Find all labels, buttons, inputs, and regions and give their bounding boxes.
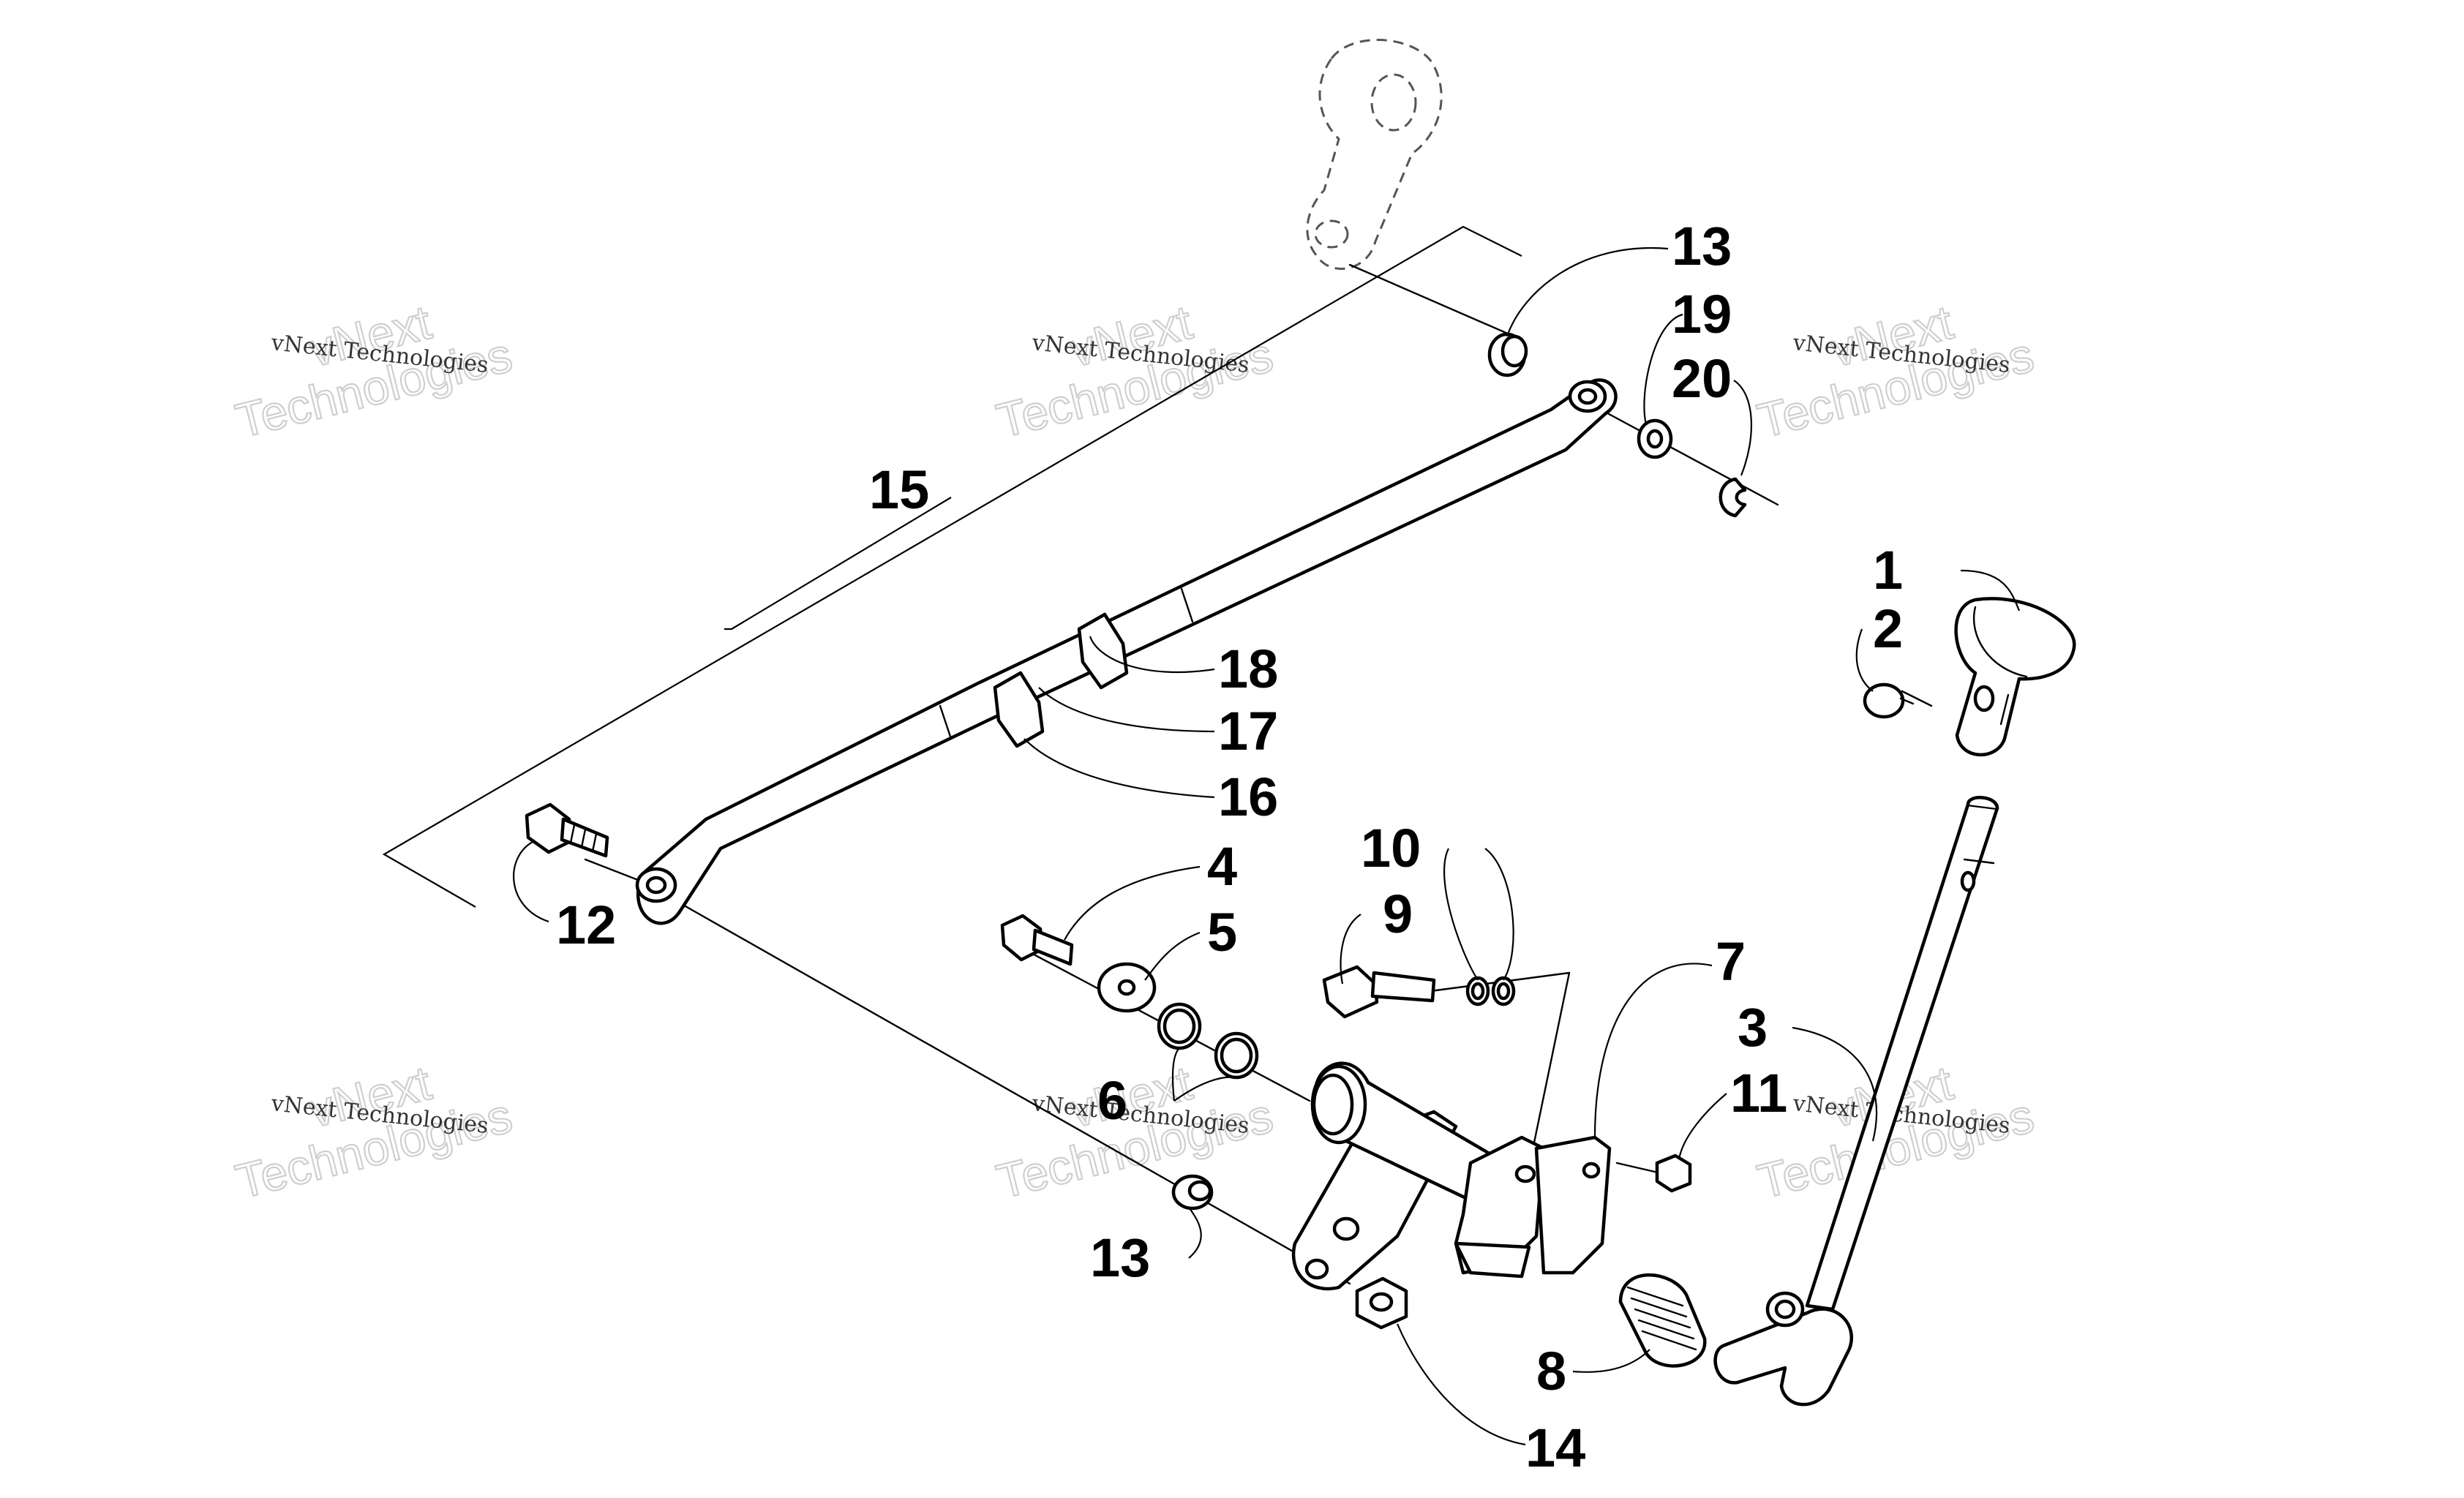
bushing-lower (1171, 1174, 1214, 1211)
callout-19: 19 (1672, 284, 1732, 345)
shift-rod-assembly (635, 378, 1618, 925)
o-rings-10 (1465, 976, 1516, 1006)
callout-3: 3 (1738, 997, 1768, 1058)
pin-9 (1322, 965, 1436, 1019)
callout-13-top: 13 (1672, 216, 1732, 276)
callout-2: 2 (1873, 598, 1903, 659)
nut-11 (1655, 1153, 1692, 1193)
bolt-12 (525, 802, 609, 858)
callout-6: 6 (1097, 1070, 1127, 1131)
callout-11: 11 (1730, 1063, 1787, 1124)
bushing-top (1487, 332, 1528, 377)
callout-9: 9 (1383, 884, 1413, 944)
washer-19 (1637, 418, 1673, 459)
callout-14: 14 (1525, 1418, 1585, 1478)
callout-12: 12 (556, 895, 616, 955)
callout-7: 7 (1716, 931, 1746, 992)
callout-17: 17 (1218, 701, 1278, 761)
washer-5 (1097, 962, 1157, 1013)
callout-18: 18 (1218, 639, 1278, 699)
e-clip-20 (1719, 477, 1747, 518)
pitman-arm-ghost (1306, 39, 1443, 270)
callout-5: 5 (1207, 902, 1237, 963)
callout-10: 10 (1361, 818, 1421, 878)
callout-4: 4 (1207, 836, 1237, 897)
shift-knob-1 (1954, 597, 2076, 757)
assembly-bracket-line (382, 225, 1522, 908)
bolt-4 (1000, 914, 1074, 966)
leader-lines (513, 246, 2021, 1446)
cap-2 (1863, 682, 1915, 719)
callout-20: 20 (1672, 348, 1732, 409)
spring-8 (1618, 1273, 1707, 1368)
alignment-lines (584, 263, 1933, 1285)
shift-arm-pivot (1291, 1061, 1612, 1291)
shift-lever-3 (1713, 796, 1999, 1407)
callout-8: 8 (1536, 1341, 1566, 1401)
jam-nut-right (1077, 612, 1129, 690)
o-rings-6 (1157, 1002, 1259, 1080)
nut-14 (1355, 1276, 1408, 1330)
jam-nut-left (993, 671, 1045, 748)
callout-13-lower: 13 (1090, 1227, 1150, 1288)
callout-1: 1 (1873, 540, 1903, 601)
callout-16: 16 (1218, 767, 1278, 827)
callout-15: 15 (869, 459, 929, 520)
